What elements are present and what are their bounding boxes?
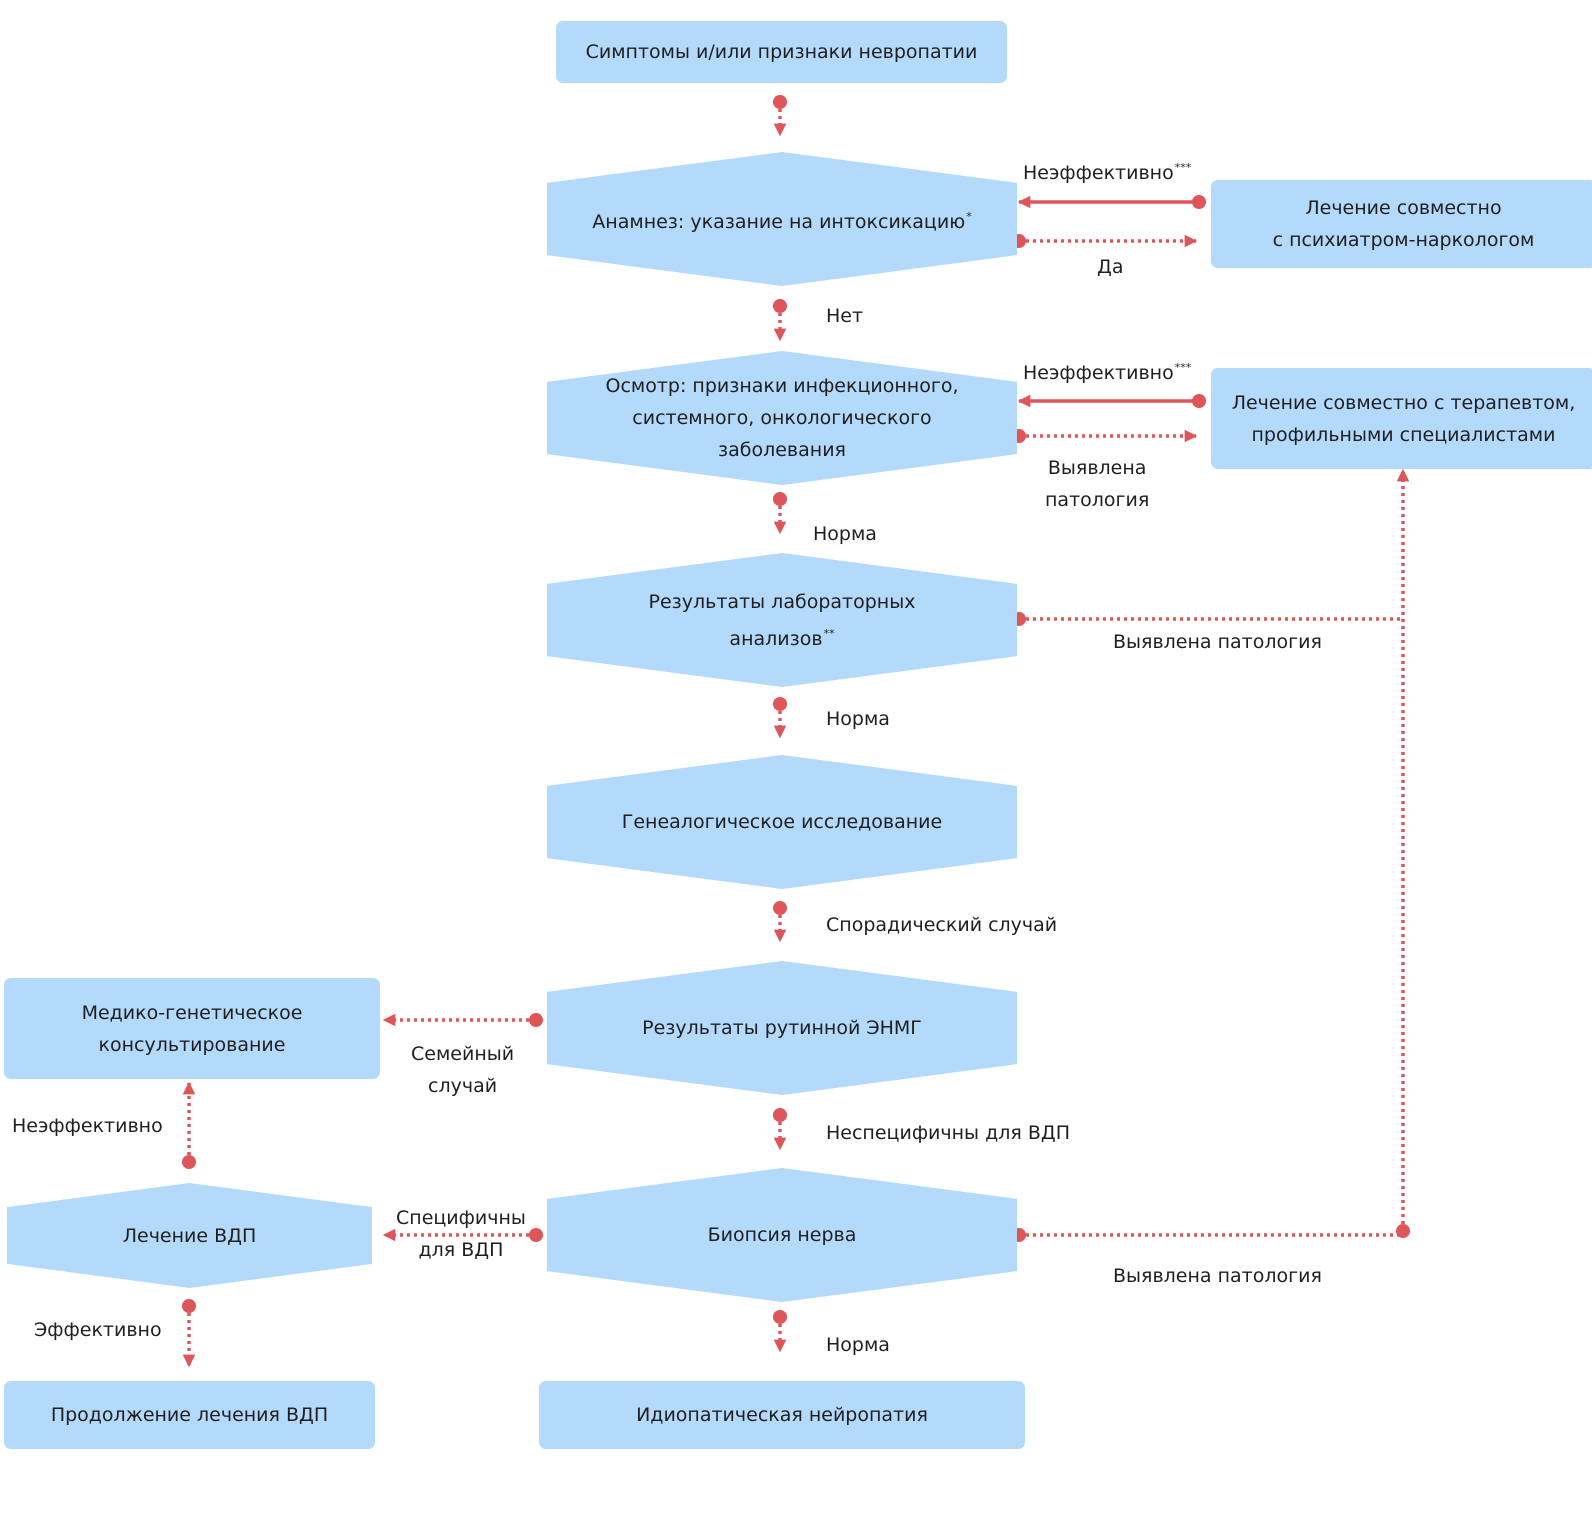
edge-start-dot <box>773 95 787 109</box>
edge-start-dot <box>773 697 787 711</box>
node-idiopathic: Идиопатическая нейропатия <box>539 1381 1025 1449</box>
node-vdp-treatment: Лечение ВДП <box>7 1183 372 1288</box>
node-exam-text: Осмотр: признаки инфекционного,системног… <box>605 375 959 461</box>
node-enmg: Результаты рутинной ЭНМГ <box>547 961 1017 1095</box>
label-sporadic: Спорадический случай <box>826 914 1058 936</box>
label-norm-1: Норма <box>813 523 877 545</box>
node-therapist: Лечение совместно с терапевтом,профильны… <box>1211 368 1592 469</box>
node-biopsy-text: Биопсия нерва <box>707 1224 857 1246</box>
label-ineffective-2: Неэффективно*** <box>1023 361 1192 384</box>
node-genealogy: Генеалогическое исследование <box>547 755 1017 889</box>
label-norm-3: Норма <box>826 1334 890 1356</box>
node-vdp-continue: Продолжение лечения ВДП <box>4 1381 375 1449</box>
edge-start-dot <box>773 1310 787 1324</box>
label-nonspecific: Неспецифичны для ВДП <box>826 1122 1071 1144</box>
edge-start-dot <box>1192 195 1206 209</box>
node-genealogy-text: Генеалогическое исследование <box>621 811 943 833</box>
label-yes: Да <box>1097 256 1124 278</box>
edge-start-dot <box>773 299 787 313</box>
edge-start-dot <box>773 492 787 506</box>
edge-start-dot <box>773 901 787 915</box>
edge-start-dot <box>182 1155 196 1169</box>
label-no: Нет <box>826 305 864 327</box>
node-idiopathic-text: Идиопатическая нейропатия <box>636 1404 928 1426</box>
edge-start-dot <box>529 1013 543 1027</box>
node-biopsy: Биопсия нерва <box>547 1168 1017 1302</box>
node-symptoms-text: Симптомы и/или признаки невропатии <box>585 41 978 63</box>
node-vdp-treatment-text: Лечение ВДП <box>122 1224 257 1247</box>
label-pathology-3: Выявлена патология <box>1113 1265 1322 1287</box>
edge-start-dot <box>529 1228 543 1242</box>
node-exam: Осмотр: признаки инфекционного,системног… <box>547 351 1017 485</box>
edge-start-dot <box>773 1108 787 1122</box>
node-anamnesis-text: Анамнез: указание на интоксикацию* <box>592 209 972 233</box>
edge-junction-dot <box>1396 1224 1410 1238</box>
node-anamnesis: Анамнез: указание на интоксикацию* <box>547 152 1017 286</box>
node-therapist-text: Лечение совместно с терапевтом,профильны… <box>1231 391 1576 446</box>
node-symptoms: Симптомы и/или признаки невропатии <box>556 21 1007 83</box>
edge-start-dot <box>182 1299 196 1313</box>
label-norm-2: Норма <box>826 708 890 730</box>
label-pathology-2: Выявлена патология <box>1113 631 1322 653</box>
node-enmg-text: Результаты рутинной ЭНМГ <box>642 1017 922 1039</box>
node-vdp-continue-text: Продолжение лечения ВДП <box>50 1404 329 1426</box>
edge-start-dot <box>1192 394 1206 408</box>
label-ineffective-1: Неэффективно*** <box>1023 161 1192 184</box>
label-effective: Эффективно <box>34 1319 162 1341</box>
label-ineffective-3: Неэффективно <box>12 1115 163 1137</box>
